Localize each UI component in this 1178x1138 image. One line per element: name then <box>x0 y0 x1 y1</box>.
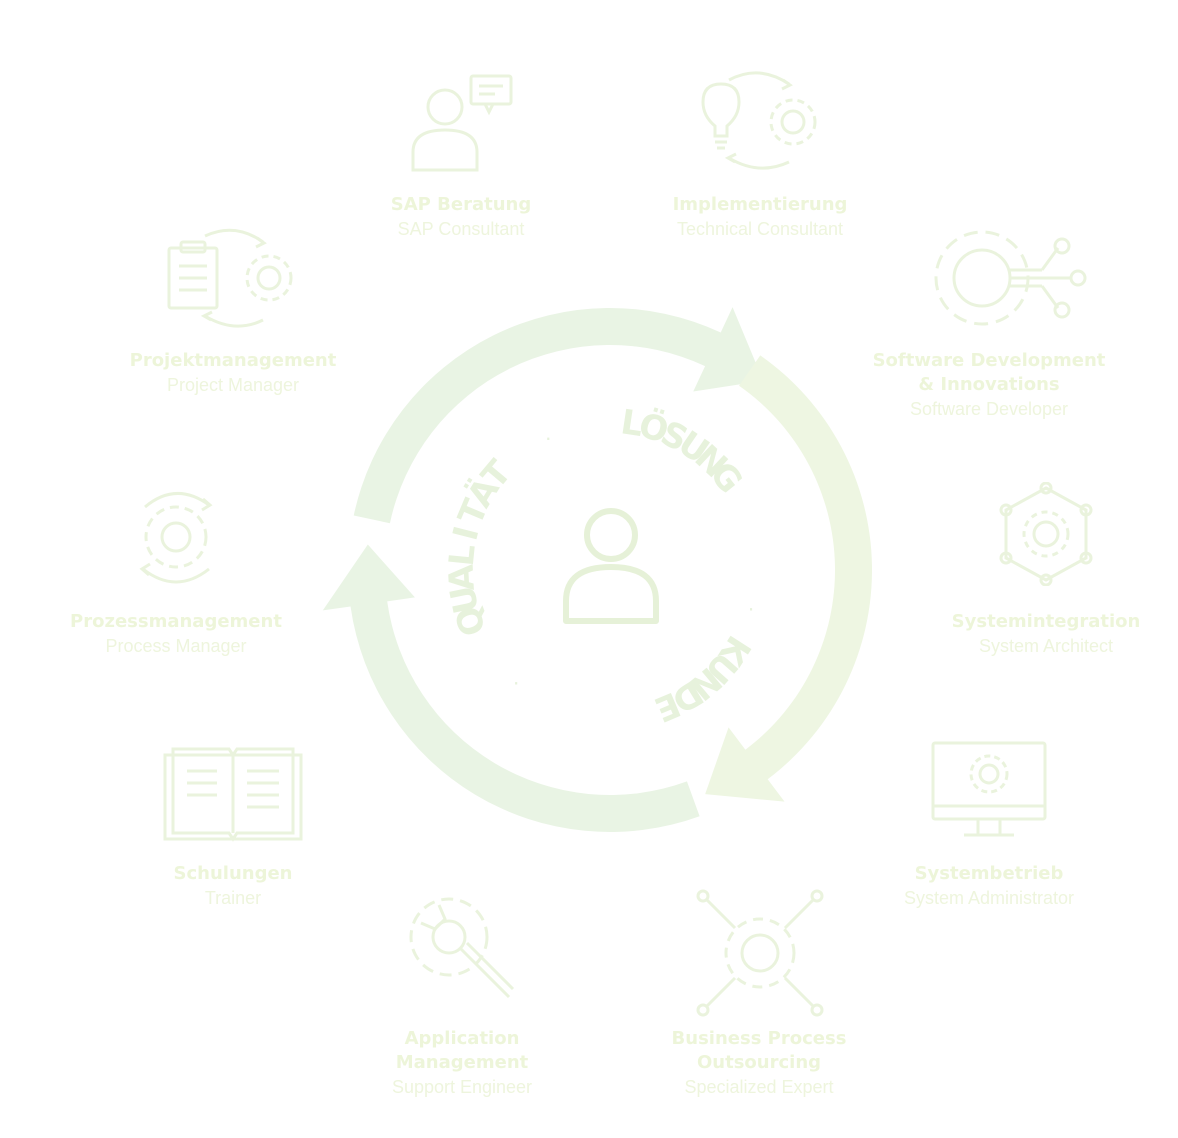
service-title: Software Development & Innovations <box>872 350 1106 395</box>
service-title: Schulungen <box>173 863 293 884</box>
service-role: Trainer <box>204 888 262 908</box>
service-title: Implementierung <box>672 194 848 215</box>
arrow-right <box>705 355 872 802</box>
service-role: System Architect <box>978 636 1114 656</box>
lightbulb-gear-cycle-icon <box>693 70 825 174</box>
service-systembetrieb: Systembetrieb System Administrator <box>839 862 1139 910</box>
gear-cycle-icon <box>125 487 227 587</box>
service-role: System Administrator <box>903 888 1075 908</box>
open-book-icon <box>163 743 303 843</box>
service-title: Systemintegration <box>951 611 1141 632</box>
service-role: Support Engineer <box>391 1077 533 1097</box>
service-title: Prozessmanagement <box>70 611 282 632</box>
service-application-management: Application Management Support Engineer <box>312 1027 612 1099</box>
service-title: Systembetrieb <box>914 863 1064 884</box>
service-software-development: Software Development & Innovations Softw… <box>839 349 1139 421</box>
ring-separator: · <box>747 595 754 620</box>
gear-network-icon <box>930 226 1088 330</box>
service-projektmanagement: Projektmanagement Project Manager <box>83 349 383 397</box>
service-systemintegration: Systemintegration System Architect <box>896 610 1178 658</box>
service-sap-beratung: SAP Beratung SAP Consultant <box>311 193 611 241</box>
ring-separator: · <box>545 425 552 450</box>
clipboard-gear-icon <box>165 228 297 330</box>
service-role: Technical Consultant <box>676 219 844 239</box>
service-title: Business Process Outsourcing <box>671 1028 847 1073</box>
service-bpo: Business Process Outsourcing Specialized… <box>609 1027 909 1099</box>
ring-letter: A <box>442 563 483 592</box>
monitor-gear-icon <box>930 740 1048 840</box>
ring-separator: · <box>512 669 519 694</box>
service-title: SAP Beratung <box>390 194 532 215</box>
gear-wrench-icon <box>405 893 517 1005</box>
service-role: Software Developer <box>909 399 1069 419</box>
service-implementierung: Implementierung Technical Consultant <box>610 193 910 241</box>
service-schulungen: Schulungen Trainer <box>83 862 383 910</box>
person-icon <box>560 505 662 625</box>
arrow-top-left <box>353 307 764 524</box>
service-role: SAP Consultant <box>397 219 525 239</box>
service-title: Application Management <box>395 1028 529 1073</box>
service-title: Projektmanagement <box>129 350 337 371</box>
ring-letter: L <box>442 543 484 569</box>
service-role: Project Manager <box>166 375 300 395</box>
gear-arrows-out-icon <box>695 888 825 1018</box>
arrow-bottom <box>322 544 700 832</box>
service-prozessmanagement: Prozessmanagement Process Manager <box>26 610 326 658</box>
service-role: Process Manager <box>105 636 247 656</box>
service-role: Specialized Expert <box>684 1077 834 1097</box>
person-chat-icon <box>405 72 517 172</box>
gear-hexagon-network-icon <box>998 482 1094 586</box>
